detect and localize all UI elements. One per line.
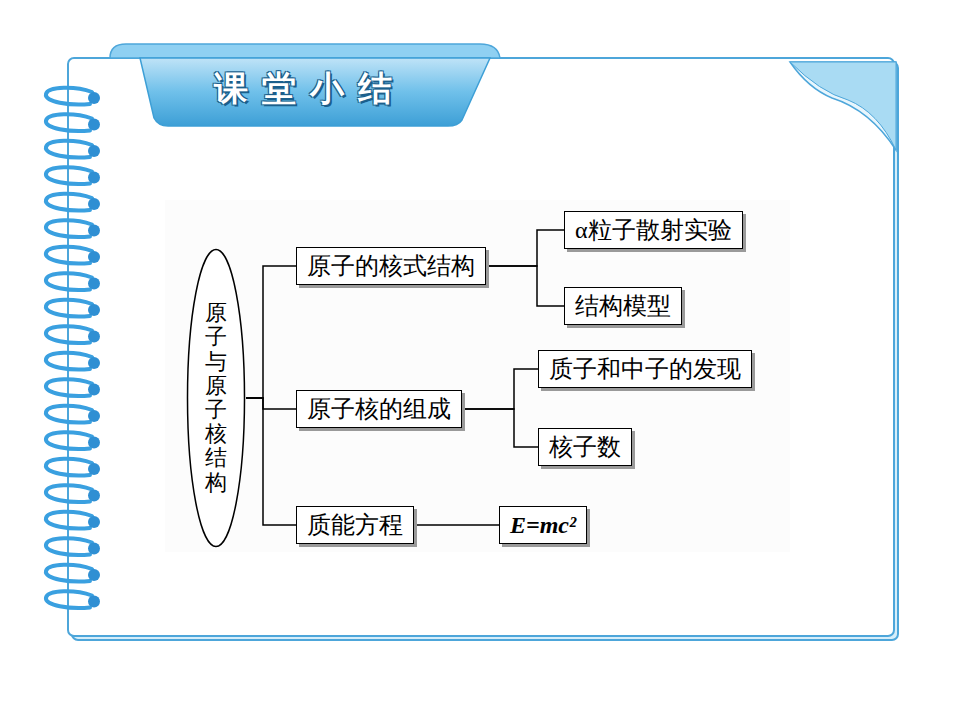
diagram-ground	[165, 200, 790, 552]
box-label: 原子核的组成	[307, 394, 451, 424]
ring-hole	[88, 516, 100, 528]
ring-hole	[88, 145, 100, 157]
ring	[46, 300, 92, 317]
ring	[46, 591, 92, 608]
connector	[414, 524, 499, 526]
ring-hole	[88, 278, 100, 290]
ring-hole	[88, 92, 100, 104]
box-label: 原子的核式结构	[307, 251, 475, 281]
connector	[246, 398, 296, 409]
ring	[46, 88, 92, 105]
ring	[46, 485, 92, 502]
concept-box: 质能方程	[296, 506, 414, 544]
concept-box: α粒子散射实验	[564, 211, 743, 249]
ring-hole	[88, 410, 100, 422]
ring	[46, 379, 92, 396]
ring-hole	[88, 119, 100, 131]
box-label: 质子和中子的发现	[549, 354, 741, 384]
connector	[246, 398, 296, 525]
ring-hole	[88, 198, 100, 210]
ring	[46, 565, 92, 582]
ring-hole	[88, 331, 100, 343]
page	[68, 58, 894, 636]
ring-hole	[88, 225, 100, 237]
ring-hole	[88, 596, 100, 608]
ring-hole	[88, 251, 100, 263]
concept-box: E=mc²	[499, 506, 587, 544]
ring	[46, 459, 92, 476]
ring	[46, 353, 92, 370]
box-label: 核子数	[549, 432, 621, 462]
concept-box: 原子核的组成	[296, 390, 462, 428]
concept-box: 核子数	[538, 428, 632, 466]
page-curl-fold	[790, 62, 896, 150]
ring-hole	[88, 490, 100, 502]
connector	[462, 409, 538, 447]
connector	[246, 266, 296, 398]
connector	[462, 369, 538, 409]
box-label: 结构模型	[575, 291, 671, 321]
ring	[46, 194, 92, 211]
connector	[486, 266, 564, 306]
ring-hole	[88, 437, 100, 449]
concept-box: 质子和中子的发现	[538, 350, 752, 388]
concept-box: 原子的核式结构	[296, 247, 486, 285]
ring-hole	[88, 304, 100, 316]
concept-box: 结构模型	[564, 287, 682, 325]
ring	[46, 167, 92, 184]
topic-ellipse: 原子与原子核结构	[186, 248, 246, 548]
spiral-rings	[46, 88, 100, 608]
ring	[46, 326, 92, 343]
title-tab	[140, 58, 490, 126]
box-label: α粒子散射实验	[575, 215, 732, 245]
ring	[46, 512, 92, 529]
box-label: 质能方程	[307, 510, 403, 540]
ring	[46, 141, 92, 158]
vertical-label: 原子与原子核结构	[205, 301, 227, 495]
ring	[46, 406, 92, 423]
tab-top	[110, 44, 500, 58]
ring-hole	[88, 357, 100, 369]
ring	[46, 220, 92, 237]
page-curl	[790, 62, 896, 150]
title: 课堂小结	[150, 66, 470, 112]
ring-hole	[88, 172, 100, 184]
box-label: E=mc²	[510, 510, 576, 540]
ring	[46, 273, 92, 290]
ring-hole	[88, 384, 100, 396]
ring	[46, 247, 92, 264]
ring	[46, 432, 92, 449]
ring-hole	[88, 463, 100, 475]
ring	[46, 114, 92, 131]
connector	[486, 230, 564, 266]
ring	[46, 538, 92, 555]
ring-hole	[88, 569, 100, 581]
ring-hole	[88, 543, 100, 555]
